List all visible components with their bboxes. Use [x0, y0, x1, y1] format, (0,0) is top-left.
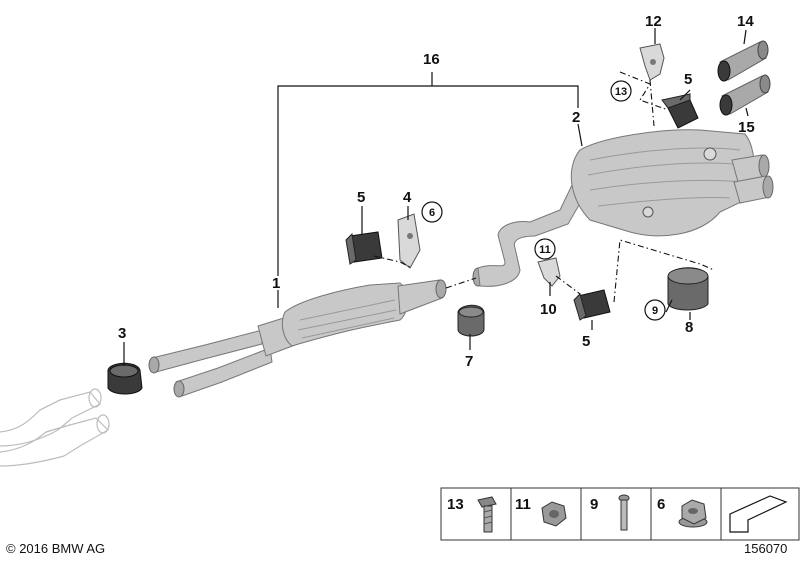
- bracket-4: [397, 213, 421, 269]
- circled-label-13: 13: [610, 80, 632, 102]
- ghost-catalytic-converters: [0, 388, 110, 467]
- part-label-4: 4: [403, 189, 412, 206]
- circled-label-6: 6: [421, 201, 443, 223]
- clamp-7: [457, 304, 485, 337]
- svg-text:11: 11: [539, 244, 551, 256]
- part-label-10: 10: [540, 301, 557, 318]
- tail-pipe-15: [719, 74, 771, 116]
- bolt-icon: [618, 494, 630, 531]
- tail-pipe-14: [717, 40, 769, 82]
- svg-text:6: 6: [429, 207, 435, 219]
- part-label-12: 12: [645, 13, 662, 30]
- direction-arrow-icon: [729, 495, 788, 533]
- bracket-12: [639, 43, 665, 81]
- rubber-mount-5-mid: [573, 289, 611, 321]
- assembly-path-mid: [555, 275, 581, 295]
- part-label-5-mid: 5: [582, 333, 590, 350]
- part-label-15: 15: [738, 119, 755, 136]
- circled-label-11: 11: [534, 238, 556, 260]
- mid-pipe: [472, 179, 586, 287]
- leader-14: [743, 29, 747, 45]
- fastener-legend: 13 11 9 6: [440, 487, 800, 541]
- leader-2: [577, 123, 583, 147]
- rubber-mount-5-left: [345, 231, 383, 265]
- assembly-path-damper: [613, 239, 715, 303]
- legend-number-9: 9: [590, 496, 598, 513]
- damper-8: [667, 267, 709, 311]
- diagram-id: 156070: [744, 541, 787, 556]
- legend-number-6: 6: [657, 496, 665, 513]
- circled-label-9: 9: [644, 299, 666, 321]
- part-label-1: 1: [272, 275, 280, 292]
- legend-number-11: 11: [515, 496, 531, 513]
- svg-text:9: 9: [652, 305, 658, 317]
- assembly-path-pipe: [445, 277, 477, 289]
- part-label-3: 3: [118, 325, 126, 342]
- svg-text:13: 13: [615, 86, 627, 98]
- clamp-3: [107, 362, 143, 395]
- hex-nut-icon: [541, 501, 567, 527]
- part-label-5-top: 5: [684, 71, 692, 88]
- assembly-path-bracket: [649, 79, 655, 127]
- rear-silencer: [570, 129, 774, 237]
- hex-bolt-icon: [477, 496, 497, 533]
- leader-15: [745, 107, 749, 117]
- part-label-2: 2: [572, 109, 580, 126]
- part-label-14: 14: [737, 13, 754, 30]
- leader-9: [665, 299, 673, 313]
- legend-number-13: 13: [447, 496, 464, 513]
- part-label-8: 8: [685, 319, 693, 336]
- part-label-5-left: 5: [357, 189, 365, 206]
- front-pipe-assembly: [148, 279, 447, 398]
- bracket-10: [537, 257, 561, 287]
- assembly-bracket-16: [277, 85, 579, 276]
- assembly-path-top: [619, 71, 669, 111]
- leader-5-top: [679, 89, 691, 101]
- rubber-mount-5-top: [661, 93, 699, 129]
- part-label-16: 16: [423, 51, 440, 68]
- part-label-7: 7: [465, 353, 473, 370]
- copyright-text: © 2016 BMW AG: [6, 541, 105, 556]
- flange-nut-icon: [678, 499, 708, 528]
